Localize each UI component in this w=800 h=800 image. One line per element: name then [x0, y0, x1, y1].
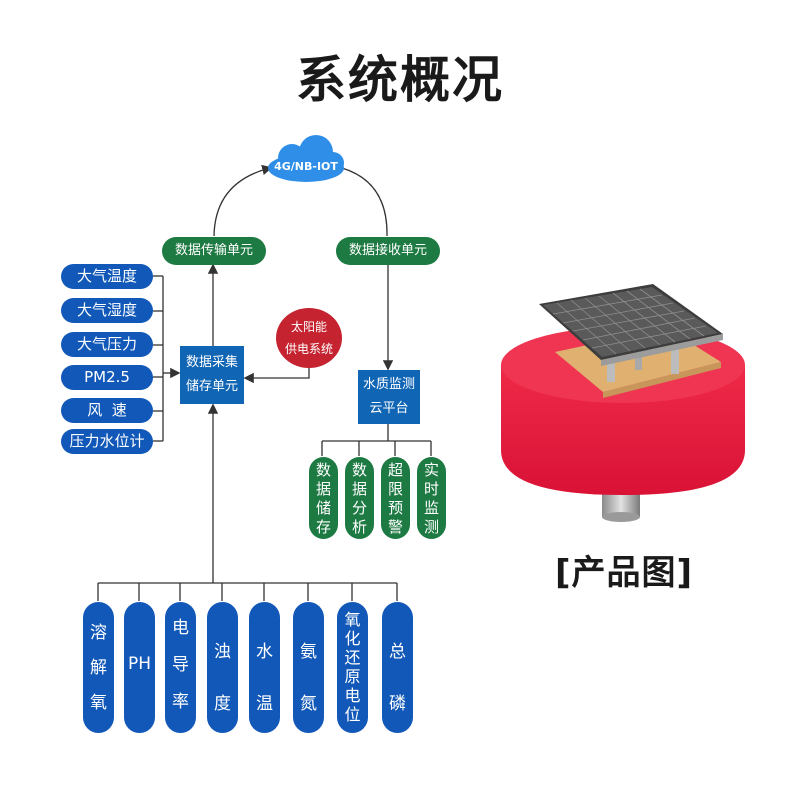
- char: 存: [315, 518, 331, 536]
- sensor-ph: PH: [124, 602, 155, 733]
- char: 实: [423, 461, 439, 479]
- char: 析: [351, 518, 367, 536]
- char: 测: [423, 518, 439, 536]
- platform-line2: 云平台: [369, 401, 409, 416]
- char: 预: [387, 499, 403, 517]
- char: 总: [389, 642, 406, 662]
- solar-line1: 太阳能: [290, 320, 327, 334]
- char: 解: [90, 658, 107, 678]
- cloud-platform: 水质监测 云平台: [358, 370, 420, 424]
- char: 磷: [389, 694, 406, 714]
- char: 限: [387, 480, 403, 498]
- platform-line1: 水质监测: [362, 377, 415, 392]
- left-item-water-level: 压力水位计: [61, 429, 153, 454]
- collect-unit-line1: 数据采集: [185, 355, 238, 370]
- collect-unit: 数据采集 储存单元: [180, 346, 244, 404]
- char: 氧: [90, 693, 107, 713]
- receive-unit: 数据接收单元: [336, 237, 440, 265]
- char: 储: [315, 499, 331, 517]
- cloud-icon: [268, 135, 344, 182]
- sensor-water-temperature: 水 温: [249, 602, 280, 733]
- transmit-unit: 数据传输单元: [162, 237, 266, 265]
- char: 数: [315, 461, 331, 479]
- sensor-dissolved-oxygen: 溶 解 氧: [83, 602, 114, 733]
- char: 位: [344, 705, 361, 724]
- char: 据: [315, 480, 331, 498]
- char: 电: [344, 686, 361, 705]
- char: 据: [351, 480, 367, 498]
- left-item-pm25: PM2.5: [61, 365, 153, 390]
- function-overlimit-warning: 超 限 预 警: [381, 457, 410, 539]
- sensor-total-phosphorus: 总 磷: [382, 602, 413, 733]
- char: 水: [256, 642, 273, 662]
- char: PH: [127, 654, 152, 674]
- char: 监: [423, 499, 439, 517]
- sensor-ammonia-nitrogen: 氨 氮: [293, 602, 324, 733]
- char: 数: [351, 461, 367, 479]
- char: 警: [387, 518, 403, 536]
- sensor-turbidity: 浊 度: [207, 602, 238, 733]
- sensor-conductivity: 电 导 率: [165, 602, 196, 733]
- collect-unit-line2: 储存单元: [185, 379, 238, 394]
- char: 化: [344, 629, 361, 648]
- char: 率: [172, 692, 189, 712]
- solar-line2: 供电系统: [284, 342, 333, 356]
- char: 氧: [344, 610, 361, 629]
- buoy-product-image: [501, 284, 745, 522]
- char: 氮: [300, 694, 317, 714]
- solar-power-system: 太阳能 供电系统: [276, 308, 342, 368]
- char: 分: [351, 499, 367, 517]
- left-item-temperature: 大气温度: [61, 264, 153, 289]
- sensor-orp: 氧 化 还 原 电 位: [337, 602, 368, 733]
- function-data-storage: 数 据 储 存: [309, 457, 338, 539]
- char: 超: [387, 461, 403, 479]
- char: 度: [214, 694, 231, 714]
- char: 还: [344, 648, 361, 667]
- product-label: [产品图]: [555, 553, 694, 593]
- left-item-pressure: 大气压力: [61, 332, 153, 357]
- char: 浊: [214, 642, 231, 662]
- left-item-wind-speed: 风 速: [61, 398, 153, 423]
- char: 氨: [300, 642, 317, 662]
- char: 温: [256, 694, 273, 714]
- char: 电: [172, 618, 189, 638]
- char: 原: [344, 667, 361, 686]
- page-title: 系统概况: [296, 51, 504, 109]
- function-data-analysis: 数 据 分 析: [345, 457, 374, 539]
- char: 导: [172, 655, 189, 675]
- cloud-label: 4G/NB-IOT: [274, 160, 338, 173]
- char: 溶: [90, 623, 107, 643]
- char: 时: [423, 480, 439, 498]
- left-item-humidity: 大气湿度: [61, 298, 153, 323]
- function-realtime-monitoring: 实 时 监 测: [417, 457, 446, 539]
